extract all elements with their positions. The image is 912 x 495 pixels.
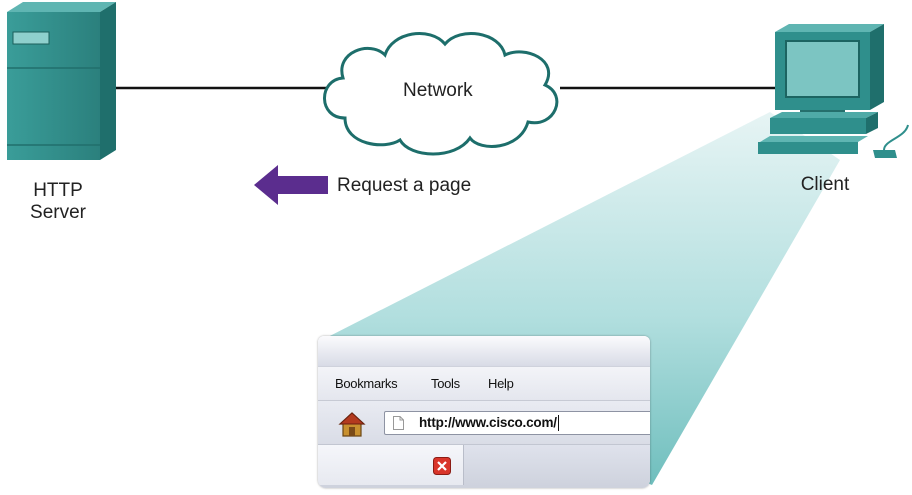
browser-tab[interactable] [318, 445, 464, 485]
browser-nav-bar: http://www.cisco.com/ [318, 400, 650, 445]
browser-menu-bar: Bookmarks Tools Help [318, 366, 650, 401]
text-caret [558, 415, 559, 431]
network-label: Network [403, 80, 473, 101]
home-icon[interactable] [338, 410, 366, 438]
menu-tools[interactable]: Tools [431, 376, 460, 391]
browser-title-bar [318, 336, 650, 366]
server-icon [7, 2, 116, 160]
menu-help[interactable]: Help [488, 376, 514, 391]
computer-icon [758, 24, 909, 158]
url-field[interactable]: http://www.cisco.com/ [384, 411, 650, 435]
menu-bookmarks[interactable]: Bookmarks [335, 376, 398, 391]
page-icon [393, 416, 404, 430]
client-label: Client [800, 174, 850, 195]
browser-tab-bar [318, 444, 650, 488]
server-label-line2: Server [30, 202, 86, 223]
close-icon[interactable] [433, 457, 451, 475]
server-label: HTTP Server [18, 180, 98, 224]
arrow-left-icon [254, 165, 328, 205]
url-text: http://www.cisco.com/ [419, 415, 557, 430]
server-label-line1: HTTP [33, 180, 83, 201]
browser-window: Bookmarks Tools Help http://www.cisco.co… [318, 336, 650, 488]
cloud-icon [323, 31, 559, 156]
request-label: Request a page [337, 175, 472, 196]
